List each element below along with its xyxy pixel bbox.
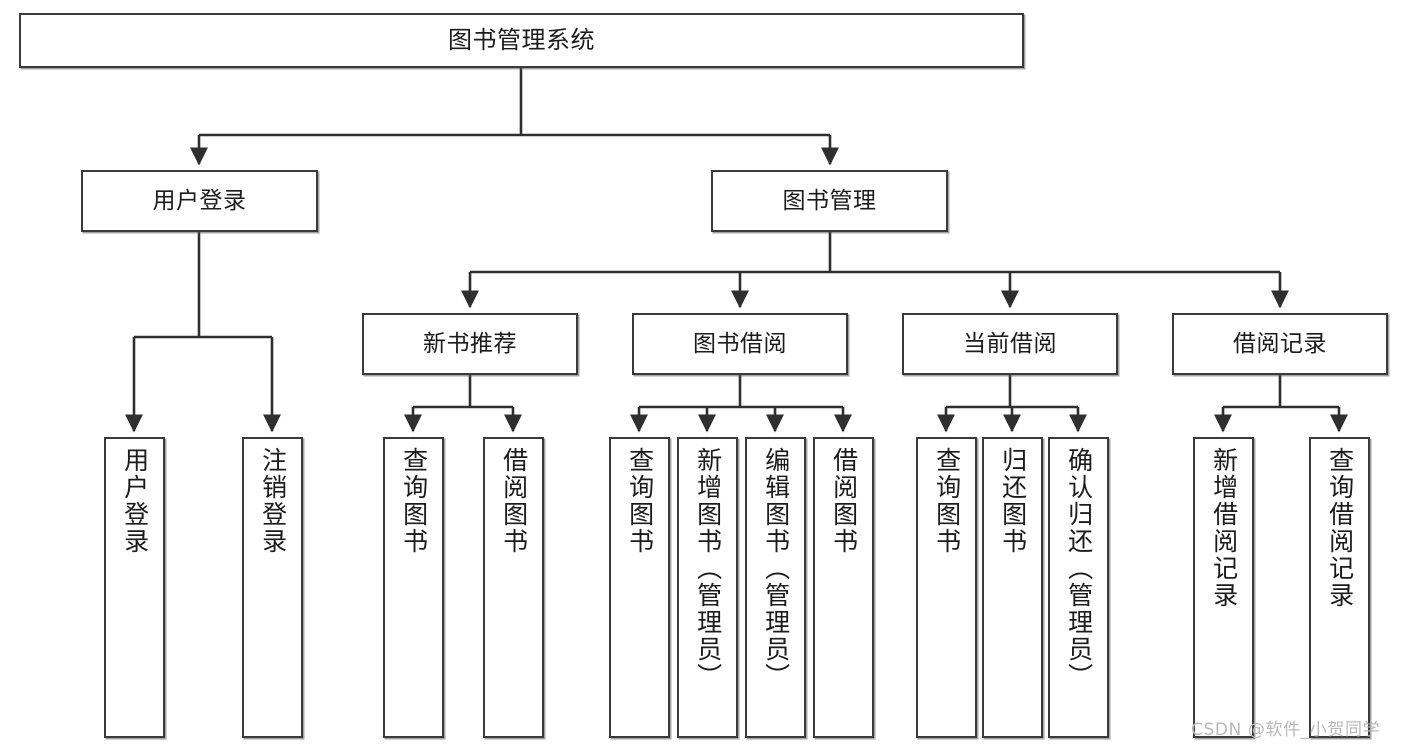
leaf-current-query-books[interactable]: 查询图书 — [916, 437, 977, 738]
node-root-book-management-system[interactable]: 图书管理系统 — [19, 13, 1024, 68]
node-label: 借阅图书 — [829, 447, 859, 555]
node-label: 图书管理 — [782, 187, 877, 214]
node-label: 确认归还（管理员） — [1064, 447, 1094, 690]
leaf-borrow-lend-books[interactable]: 借阅图书 — [813, 437, 874, 738]
leaf-user-login-login[interactable]: 用户登录 — [104, 437, 165, 738]
leaf-current-confirm-return-admin[interactable]: 确认归还（管理员） — [1048, 437, 1109, 738]
node-label: 当前借阅 — [963, 330, 1057, 357]
leaf-record-query-borrow-record[interactable]: 查询借阅记录 — [1309, 437, 1370, 738]
node-borrowing-records[interactable]: 借阅记录 — [1172, 313, 1388, 375]
node-label: 新增借阅记录 — [1209, 447, 1239, 609]
node-current-borrowing[interactable]: 当前借阅 — [902, 313, 1118, 375]
node-label: 新增图书（管理员） — [693, 447, 723, 690]
node-label: 图书管理系统 — [448, 25, 595, 54]
node-label: 归还图书 — [998, 447, 1028, 555]
leaf-current-return-books[interactable]: 归还图书 — [982, 437, 1043, 738]
node-label: 编辑图书（管理员） — [761, 447, 791, 690]
node-book-management[interactable]: 图书管理 — [711, 170, 948, 232]
node-label: 查询图书 — [932, 447, 962, 555]
leaf-borrow-query-books[interactable]: 查询图书 — [609, 437, 670, 738]
node-new-book-recommendation[interactable]: 新书推荐 — [362, 313, 578, 375]
leaf-new-book-query-books[interactable]: 查询图书 — [383, 437, 444, 738]
leaf-borrow-edit-book-admin[interactable]: 编辑图书（管理员） — [745, 437, 806, 738]
node-label: 用户登录 — [120, 447, 150, 555]
node-label: 用户登录 — [152, 187, 247, 214]
node-label: 借阅记录 — [1233, 330, 1327, 357]
leaf-user-login-logout[interactable]: 注销登录 — [242, 437, 303, 738]
csdn-watermark: CSDN @软件_小贺同学 — [1191, 720, 1381, 740]
node-label: 图书借阅 — [693, 330, 787, 357]
node-label: 查询图书 — [625, 447, 655, 555]
node-book-borrowing[interactable]: 图书借阅 — [632, 313, 848, 375]
leaf-new-book-borrow-books[interactable]: 借阅图书 — [483, 437, 544, 738]
node-label: 查询图书 — [399, 447, 429, 555]
node-label: 借阅图书 — [499, 447, 529, 555]
node-user-login[interactable]: 用户登录 — [81, 170, 318, 232]
node-label: 查询借阅记录 — [1325, 447, 1355, 609]
node-label: 注销登录 — [258, 447, 288, 555]
leaf-record-add-borrow-record[interactable]: 新增借阅记录 — [1193, 437, 1254, 738]
leaf-borrow-add-book-admin[interactable]: 新增图书（管理员） — [677, 437, 738, 738]
node-label: 新书推荐 — [423, 330, 517, 357]
